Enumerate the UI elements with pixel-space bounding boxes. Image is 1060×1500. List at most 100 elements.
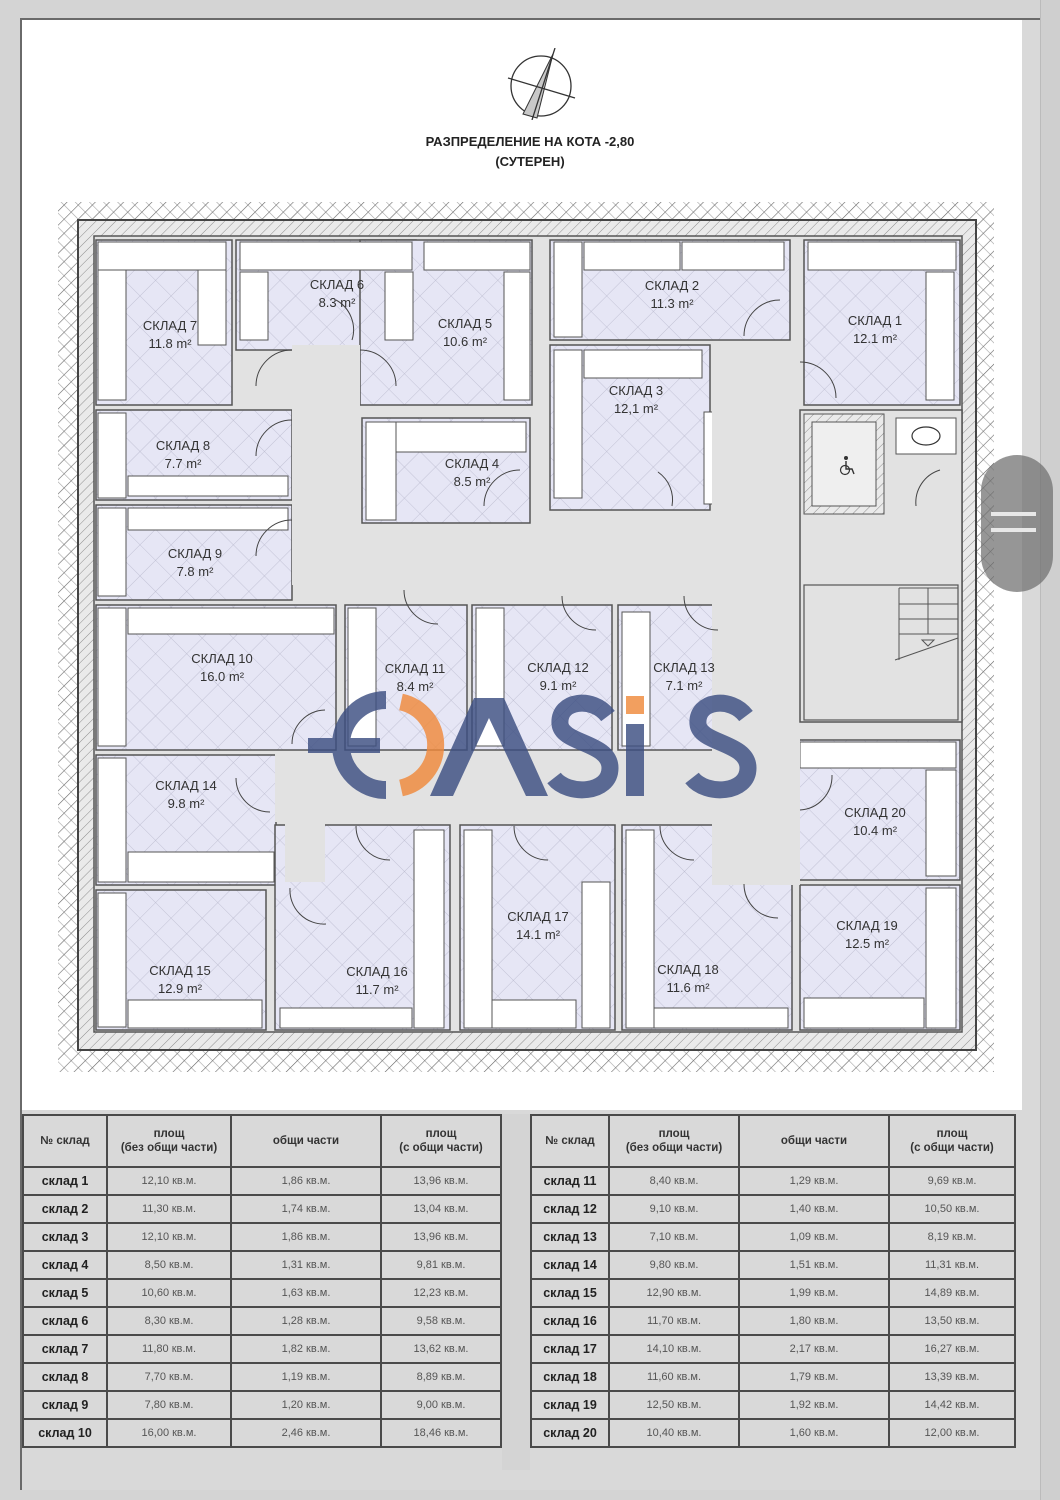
- room-area: 11.7 m²: [355, 982, 399, 997]
- room-label-sklad-5: СКЛАД 5 10.6 m²: [438, 315, 492, 351]
- cell-area-with: 8,89 кв.м.: [380, 1362, 502, 1392]
- stairs-icon: [894, 587, 959, 661]
- room-area: 8.4 m²: [396, 679, 434, 694]
- cell-area-with: 14,42 кв.м.: [888, 1390, 1016, 1420]
- name: склад 9: [22, 1390, 108, 1420]
- name: склад 12: [530, 1194, 610, 1224]
- cell-area-with: 13,04 кв.м.: [380, 1194, 502, 1224]
- cell-area-with: 10,50 кв.м.: [888, 1194, 1016, 1224]
- cell-area-with: 13,62 кв.м.: [380, 1334, 502, 1364]
- room-area: 7.8 m²: [176, 564, 214, 579]
- cell-area-with: 11,31 кв.м.: [888, 1250, 1016, 1280]
- cell-area-with: 16,27 кв.м.: [888, 1334, 1016, 1364]
- room-name: СКЛАД 3: [608, 383, 664, 398]
- name: склад 17: [530, 1334, 610, 1364]
- sink-icon: [911, 426, 941, 446]
- room-area: 9.1 m²: [539, 678, 577, 693]
- cell-area-without: 16,00 кв.м.: [106, 1418, 232, 1448]
- cell-common: 1,92 кв.м.: [738, 1390, 890, 1420]
- table-separator: [502, 1114, 530, 1470]
- cell-area-without: 14,10 кв.м.: [608, 1334, 740, 1364]
- cell-common: 1,80 кв.м.: [738, 1306, 890, 1336]
- header-common: общи части: [230, 1114, 382, 1168]
- room-label-sklad-17: СКЛАД 17 14.1 m²: [507, 908, 568, 944]
- name: склад 19: [530, 1390, 610, 1420]
- header-area-with: площ (с общи части): [380, 1114, 502, 1168]
- room-area: 8.5 m²: [453, 474, 491, 489]
- room-name: СКЛАД 1: [847, 313, 903, 328]
- room-name: СКЛАД 6: [309, 277, 365, 292]
- room-name: СКЛАД 12: [527, 660, 589, 675]
- room-name: СКЛАД 7: [142, 318, 198, 333]
- name: склад 1: [22, 1166, 108, 1196]
- name: склад 10: [22, 1418, 108, 1448]
- cell-area-without: 10,60 кв.м.: [106, 1278, 232, 1308]
- cell-area-without: 12,10 кв.м.: [106, 1222, 232, 1252]
- cell-area-without: 11,30 кв.м.: [106, 1194, 232, 1224]
- cell-common: 1,86 кв.м.: [230, 1222, 382, 1252]
- viewer-edge: [1040, 0, 1060, 1500]
- name: склад 3: [22, 1222, 108, 1252]
- header-common: общи части: [738, 1114, 890, 1168]
- room-area: 10.6 m²: [442, 334, 488, 349]
- cell-area-with: 13,96 кв.м.: [380, 1222, 502, 1252]
- name: склад 15: [530, 1278, 610, 1308]
- drag-handle-icon[interactable]: [981, 455, 1053, 592]
- room-area: 14.1 m²: [515, 927, 561, 942]
- cell-area-with: 13,39 кв.м.: [888, 1362, 1016, 1392]
- room-area: 16.0 m²: [199, 669, 245, 684]
- room-name: СКЛАД 4: [444, 456, 500, 471]
- name: склад 4: [22, 1250, 108, 1280]
- room-label-sklad-11: СКЛАД 11 8.4 m²: [385, 660, 446, 696]
- cell-common: 1,28 кв.м.: [230, 1306, 382, 1336]
- room-name: СКЛАД 16: [346, 964, 408, 979]
- room-name: СКЛАД 20: [844, 805, 906, 820]
- room-area: 9.8 m²: [167, 796, 205, 811]
- handle-grip-line: [991, 512, 1036, 516]
- plan-subtitle: (СУТЕРЕН): [495, 154, 565, 169]
- cell-area-without: 9,80 кв.м.: [608, 1250, 740, 1280]
- cell-common: 1,82 кв.м.: [230, 1334, 382, 1364]
- header-area-with: площ (с общи части): [888, 1114, 1016, 1168]
- room-name: СКЛАД 5: [437, 316, 493, 331]
- cell-area-without: 7,70 кв.м.: [106, 1362, 232, 1392]
- cell-area-without: 11,60 кв.м.: [608, 1362, 740, 1392]
- area-table-right: № склад площ (без общи части) общи части…: [530, 1114, 1016, 1448]
- cell-area-without: 7,10 кв.м.: [608, 1222, 740, 1252]
- cell-common: 1,79 кв.м.: [738, 1362, 890, 1392]
- wheelchair-icon: [839, 456, 855, 476]
- cell-area-without: 8,50 кв.м.: [106, 1250, 232, 1280]
- name: склад 20: [530, 1418, 610, 1448]
- room-name: СКЛАД 11: [384, 661, 446, 676]
- room-label-sklad-4: СКЛАД 4 8.5 m²: [445, 455, 499, 491]
- room-name: СКЛАД 17: [507, 909, 569, 924]
- header-area-without: площ (без общи части): [106, 1114, 232, 1168]
- header-no: № склад: [22, 1114, 108, 1168]
- name: склад 18: [530, 1362, 610, 1392]
- name: склад 5: [22, 1278, 108, 1308]
- room-area: 12.9 m²: [157, 981, 203, 996]
- cell-area-with: 9,00 кв.м.: [380, 1390, 502, 1420]
- cell-area-without: 9,10 кв.м.: [608, 1194, 740, 1224]
- room-area: 11.6 m²: [666, 980, 710, 995]
- cell-common: 1,86 кв.м.: [230, 1166, 382, 1196]
- cell-area-with: 12,00 кв.м.: [888, 1418, 1016, 1448]
- cell-common: 2,46 кв.м.: [230, 1418, 382, 1448]
- floor-plan: [58, 202, 994, 1072]
